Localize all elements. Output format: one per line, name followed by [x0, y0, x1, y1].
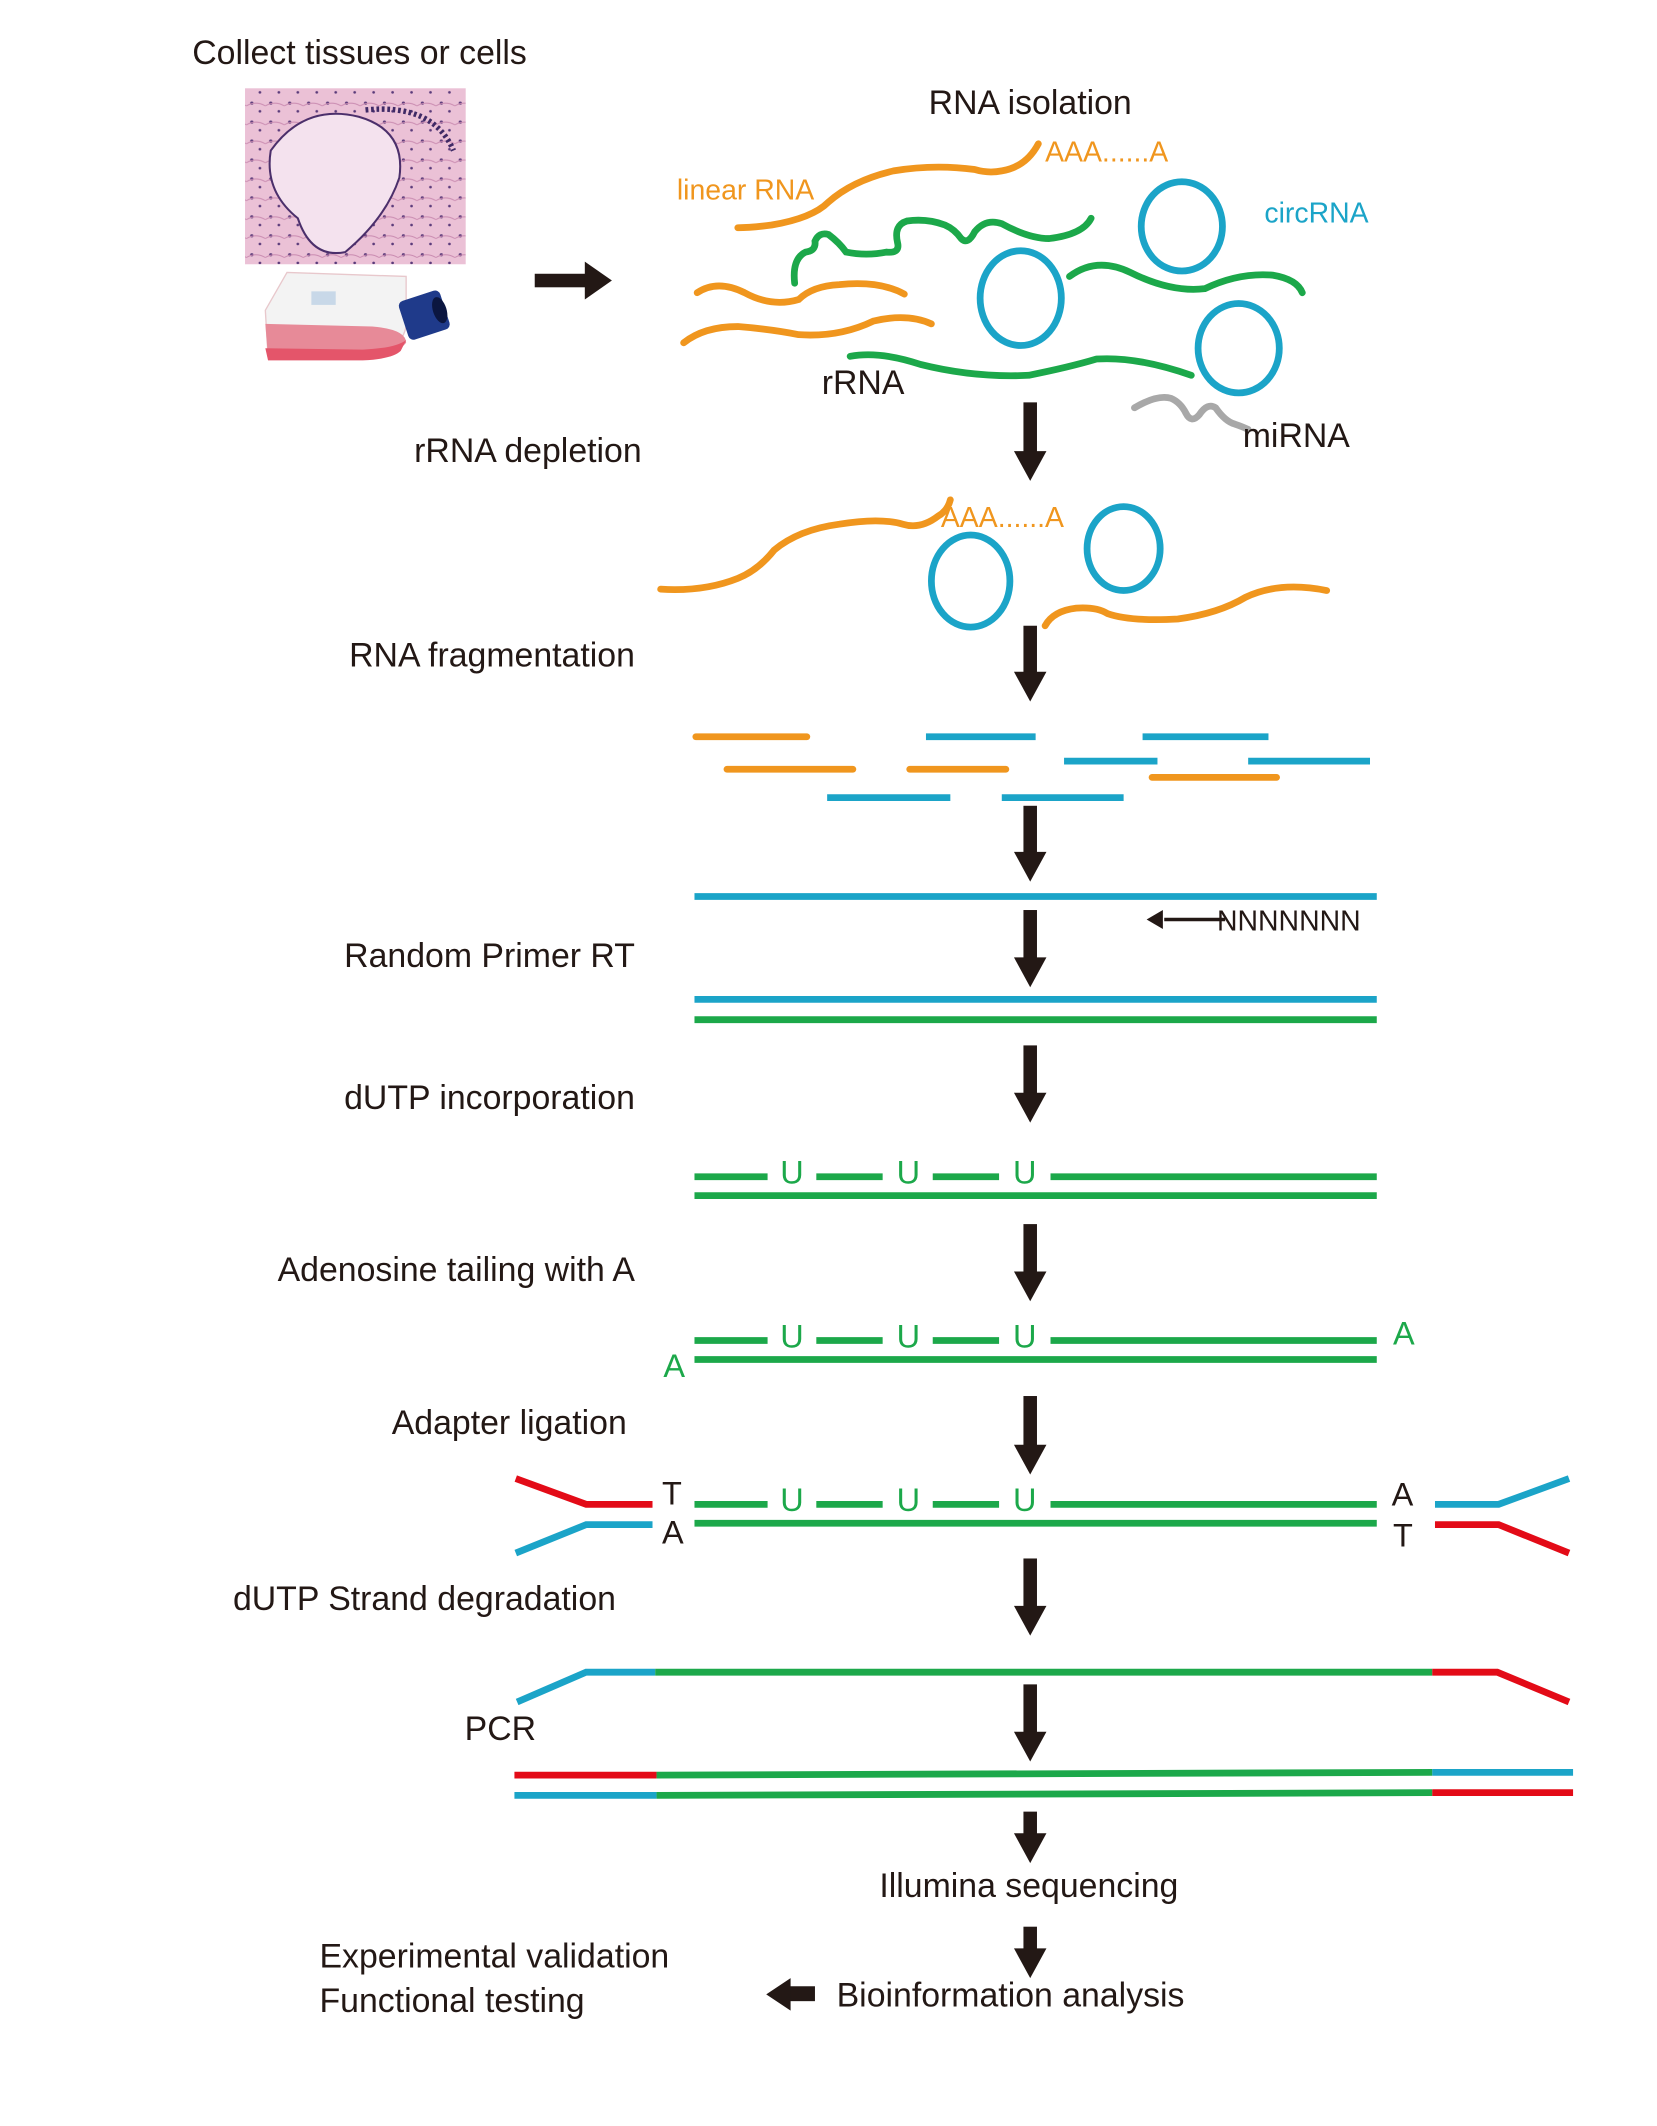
rna-fragments	[692, 733, 1371, 802]
rrna-strand	[1066, 261, 1306, 297]
arrow-down-icon	[1013, 1684, 1047, 1762]
rrna-strand	[790, 214, 1095, 287]
cell-culture-flask-icon	[264, 271, 450, 361]
illumina-sequencing-label: Illumina sequencing	[879, 1867, 1178, 1905]
circrna-loop	[928, 531, 1014, 631]
bioinformation-analysis-label: Bioinformation analysis	[837, 1977, 1185, 2015]
uracil-label: U	[897, 1154, 920, 1190]
step-label-rna-fragmentation: RNA fragmentation	[349, 636, 635, 674]
linear-rna-strand	[680, 314, 935, 347]
uracil-label: U	[780, 1318, 803, 1354]
polya-tail-label: AAA......A	[941, 502, 1064, 534]
a-base-right: A	[1392, 1477, 1414, 1513]
t-overhang-right: T	[1393, 1517, 1413, 1553]
step-label-random-primer-rt: Random Primer RT	[344, 937, 635, 975]
adapter-right	[1434, 1475, 1571, 1557]
arrow-down-icon	[1013, 1926, 1047, 1979]
uracil-label: U	[780, 1482, 803, 1518]
uracil-label: U	[1013, 1154, 1036, 1190]
polya-tail-label: AAA......A	[1045, 136, 1168, 168]
down-arrows	[1013, 402, 1047, 1979]
rna-mixture	[680, 140, 1306, 433]
rrna-label: rRNA	[822, 364, 905, 402]
random-primer-arrow-icon	[1146, 910, 1226, 929]
uracil-label: U	[897, 1318, 920, 1354]
step-label-adapter-ligation: Adapter ligation	[392, 1404, 627, 1442]
circrna-loop	[1083, 503, 1164, 594]
arrow-down-icon	[1013, 1558, 1047, 1636]
step-label-rrna-depletion: rRNA depletion	[414, 432, 642, 470]
step-label-pcr: PCR	[465, 1710, 536, 1748]
experimental-validation-label: Experimental validation	[319, 1937, 669, 1975]
step-label-dutp-degradation: dUTP Strand degradation	[233, 1580, 616, 1618]
arrow-left-icon	[766, 1978, 815, 2011]
single-strand-library	[515, 1668, 1571, 1706]
step-label-dutp-incorporation: dUTP incorporation	[344, 1079, 635, 1117]
step-label-adenosine-tailing: Adenosine tailing with A	[278, 1251, 636, 1289]
linear-rna-label: linear RNA	[677, 174, 814, 206]
linear-rna-strand	[1041, 583, 1331, 630]
arrow-down-icon	[1013, 625, 1047, 702]
arrow-down-icon	[1013, 805, 1047, 882]
collect-tissues-label: Collect tissues or cells	[192, 34, 527, 72]
linear-rna-strand	[693, 280, 908, 306]
random-primer-label: NNNNNNN	[1217, 905, 1361, 937]
linear-rna-strand	[657, 496, 954, 593]
uracil-label: U	[897, 1482, 920, 1518]
circrna-loop	[976, 247, 1065, 349]
arrow-down-icon	[1013, 1396, 1047, 1475]
tissue-histology-image	[245, 88, 466, 265]
a-overhang-right: A	[1393, 1316, 1415, 1352]
mirna-label: miRNA	[1243, 417, 1351, 455]
arrow-down-icon	[1013, 1045, 1047, 1123]
linear-rna-strand	[734, 140, 1042, 232]
adapter-left	[514, 1475, 653, 1557]
rrna-strand	[846, 351, 1195, 380]
uracil-label: U	[1013, 1318, 1036, 1354]
arrow-right-icon	[534, 261, 612, 300]
a-overhang-left: A	[663, 1348, 685, 1384]
arrow-down-icon	[1013, 910, 1047, 988]
circrna-loop	[1194, 300, 1283, 397]
a-base-left: A	[662, 1515, 684, 1551]
pcr-product	[514, 1768, 1574, 1799]
circrna-loop	[1137, 178, 1226, 275]
uracil-label: U	[780, 1154, 803, 1190]
uracil-label: U	[1013, 1482, 1036, 1518]
functional-testing-label: Functional testing	[319, 1982, 584, 2020]
mirna-strand	[1131, 393, 1252, 433]
rna-isolation-label: RNA isolation	[929, 84, 1132, 122]
arrow-down-icon	[1013, 402, 1047, 481]
circrna-label: circRNA	[1264, 197, 1368, 229]
t-overhang-left: T	[662, 1475, 682, 1511]
arrow-down-icon	[1013, 1224, 1047, 1302]
depleted-rna	[657, 496, 1331, 631]
arrow-down-icon	[1013, 1811, 1047, 1864]
